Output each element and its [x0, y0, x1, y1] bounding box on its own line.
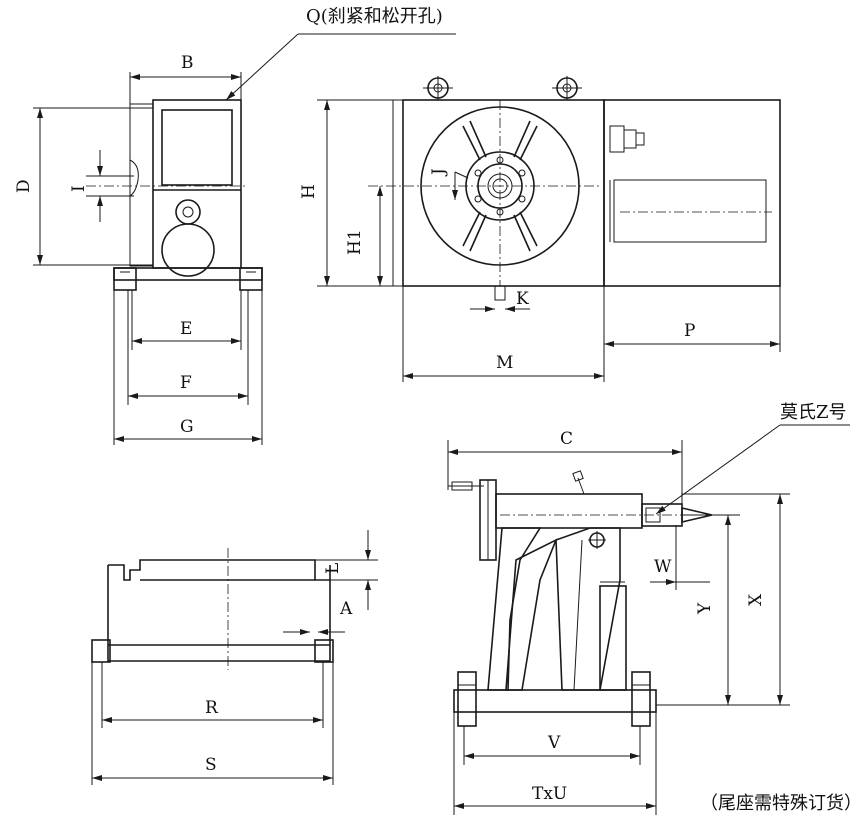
- tailstock-order-note: （尾座需特殊订货）: [700, 793, 862, 814]
- dim-label-p: P: [684, 321, 695, 341]
- dim-label-h1: H1: [345, 229, 365, 255]
- dim-label-k: K: [516, 289, 529, 309]
- side-view: [33, 33, 456, 445]
- q-hole-note: Q(刹紧和松开孔): [306, 6, 443, 27]
- dim-label-f: F: [180, 373, 192, 393]
- dim-label-txu: TxU: [532, 784, 567, 804]
- dim-label-x: X: [746, 593, 766, 606]
- dim-label-e: E: [180, 319, 192, 339]
- dim-label-a: A: [339, 599, 353, 619]
- dim-label-b: B: [181, 53, 194, 73]
- dim-label-j: J: [429, 168, 449, 177]
- front-view: [317, 76, 781, 382]
- morse-taper-note: 莫氏Z号: [780, 402, 847, 423]
- dim-label-d: D: [14, 179, 34, 193]
- dim-label-w: W: [654, 557, 672, 577]
- dim-label-g: G: [180, 417, 194, 437]
- dim-label-m: M: [496, 353, 513, 373]
- dim-label-l: L: [323, 563, 343, 574]
- dim-label-s: S: [205, 755, 217, 775]
- dim-label-v: V: [547, 733, 561, 753]
- dim-label-i: I: [69, 185, 89, 192]
- dim-label-r: R: [205, 698, 219, 718]
- dim-label-h: H: [299, 184, 319, 199]
- dim-label-y: Y: [695, 602, 715, 615]
- tailstock-view: [447, 424, 850, 815]
- dim-label-c: C: [560, 429, 573, 449]
- base-view: [91, 530, 378, 785]
